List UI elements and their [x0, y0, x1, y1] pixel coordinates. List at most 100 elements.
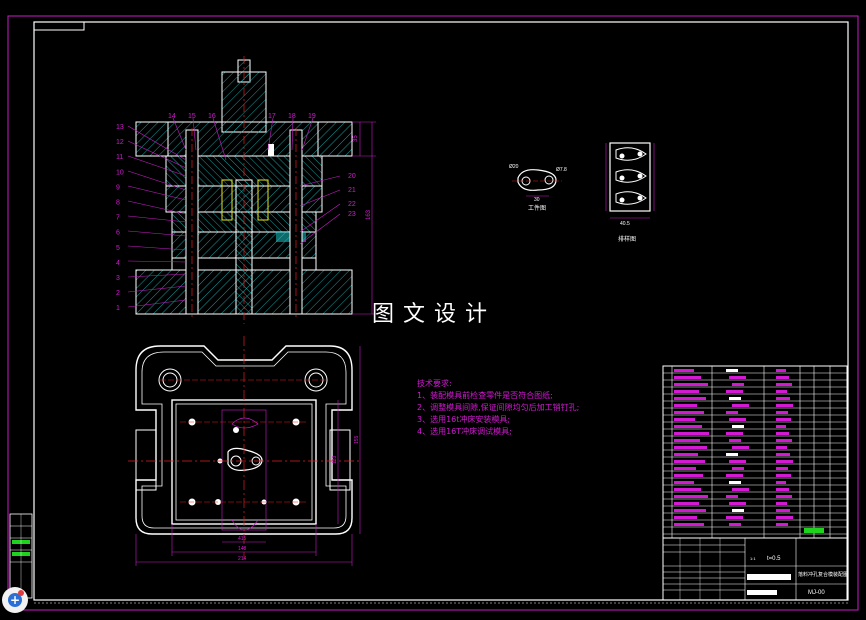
bom-code-mark [674, 509, 706, 512]
leader-lines-right [299, 175, 341, 245]
part-label: 21 [348, 187, 356, 194]
bom-material-mark [776, 481, 786, 484]
dim-d20: Ø20 [509, 164, 519, 170]
bom-name-mark [729, 397, 741, 400]
bom-name-mark [732, 383, 744, 386]
bom-code-mark [674, 467, 696, 470]
bom-material-mark [776, 411, 788, 414]
bom-name-mark [732, 488, 749, 491]
bom-name-mark [732, 467, 744, 470]
bom-code-mark [674, 404, 697, 407]
title-corner-tab [34, 22, 85, 31]
workpiece-drawing [512, 169, 562, 197]
note-item: 4、选用16T冲床调试模具; [417, 427, 512, 436]
side-stamp [9, 513, 33, 599]
part-label: 13 [116, 124, 124, 131]
bom-name-mark [729, 460, 746, 463]
dim-35: 35 [353, 135, 359, 142]
part-label: 15 [188, 113, 196, 120]
dim-415: 415 [238, 536, 247, 542]
plan-dims [135, 346, 361, 566]
part-label: 14 [168, 113, 176, 120]
bom-code-mark [674, 390, 699, 393]
bom-code-mark [674, 502, 699, 505]
bom-material-mark [776, 453, 790, 456]
part-label: 6 [116, 230, 120, 237]
section-view [135, 56, 353, 324]
bom-name-mark [732, 425, 744, 428]
lower-bolster [135, 345, 353, 535]
part-label: 10 [116, 169, 124, 176]
bom-material-mark [776, 404, 793, 407]
dim-214: 214 [238, 556, 247, 562]
bom-material-mark [776, 502, 787, 505]
part-label: 12 [116, 139, 124, 146]
bom-code-mark [674, 474, 703, 477]
workpiece-caption: 工件图 [528, 204, 546, 212]
bom-name-mark [726, 516, 743, 519]
bom-name-mark [726, 453, 738, 456]
part-label: 4 [116, 260, 120, 267]
thickness-label: t=0.5 [767, 556, 781, 562]
floating-add-button[interactable]: + [2, 587, 28, 613]
bom-name-mark [726, 411, 738, 414]
part-label: 1 [116, 305, 120, 312]
drawing-code: MJ-00 [808, 590, 825, 596]
bom-code-mark [674, 376, 701, 379]
notification-dot-icon [18, 590, 24, 596]
bom-name-mark [726, 369, 738, 372]
bom-material-mark [776, 446, 787, 449]
bom-code-mark [674, 383, 708, 386]
part-label: 8 [116, 200, 120, 207]
bom-material-mark [776, 509, 790, 512]
drawing-title: 图文设计 [372, 302, 497, 327]
strip-caption: 排样图 [618, 235, 636, 243]
bom-code-mark [674, 495, 708, 498]
blank-outline [227, 447, 263, 471]
bom-name-mark [729, 376, 746, 379]
bom-material-mark [776, 523, 788, 526]
note-item: 2、调整模具间隙,保证间隙均匀后加工销钉孔; [417, 403, 580, 412]
bom-code-mark [674, 369, 694, 372]
bom-name-mark [726, 474, 743, 477]
bom-code-mark [674, 411, 704, 414]
bom-material-mark [776, 460, 793, 463]
bom-code-mark [674, 453, 698, 456]
bom-code-mark [674, 446, 707, 449]
bom-material-mark [776, 495, 792, 498]
bom-code-mark [674, 439, 700, 442]
bom-material-mark [776, 418, 791, 421]
note-item: 3、选用16t冲床安装模具; [417, 415, 511, 424]
bom-material-mark [776, 383, 792, 386]
part-label: 18 [288, 113, 296, 120]
bom-code-mark [674, 418, 695, 421]
drawing-name: 落料冲孔复合模装配图 [798, 571, 848, 578]
bom-code-mark [674, 397, 706, 400]
bom-material-mark [776, 488, 789, 491]
bom-code-mark [674, 432, 709, 435]
bom-material-mark [776, 516, 793, 519]
bom-material-mark [776, 439, 792, 442]
dim-148: 148 [238, 546, 247, 552]
dim-right [352, 121, 376, 315]
bom-name-mark [726, 432, 743, 435]
bom-table [662, 365, 848, 539]
bom-material-mark [776, 390, 787, 393]
scale-label: 1:1 [750, 556, 756, 561]
bom-material-mark [776, 369, 786, 372]
bom-name-mark [729, 418, 746, 421]
part-label: 23 [348, 211, 356, 218]
bom-name-mark [726, 495, 738, 498]
bom-material-mark [776, 474, 791, 477]
bom-name-mark [732, 404, 749, 407]
plan-view [128, 336, 360, 560]
bom-material-mark [776, 432, 789, 435]
dim-30: 30 [534, 197, 540, 203]
title-block [662, 528, 848, 601]
guide-pin-right [289, 129, 303, 315]
bom-code-mark [674, 488, 701, 491]
